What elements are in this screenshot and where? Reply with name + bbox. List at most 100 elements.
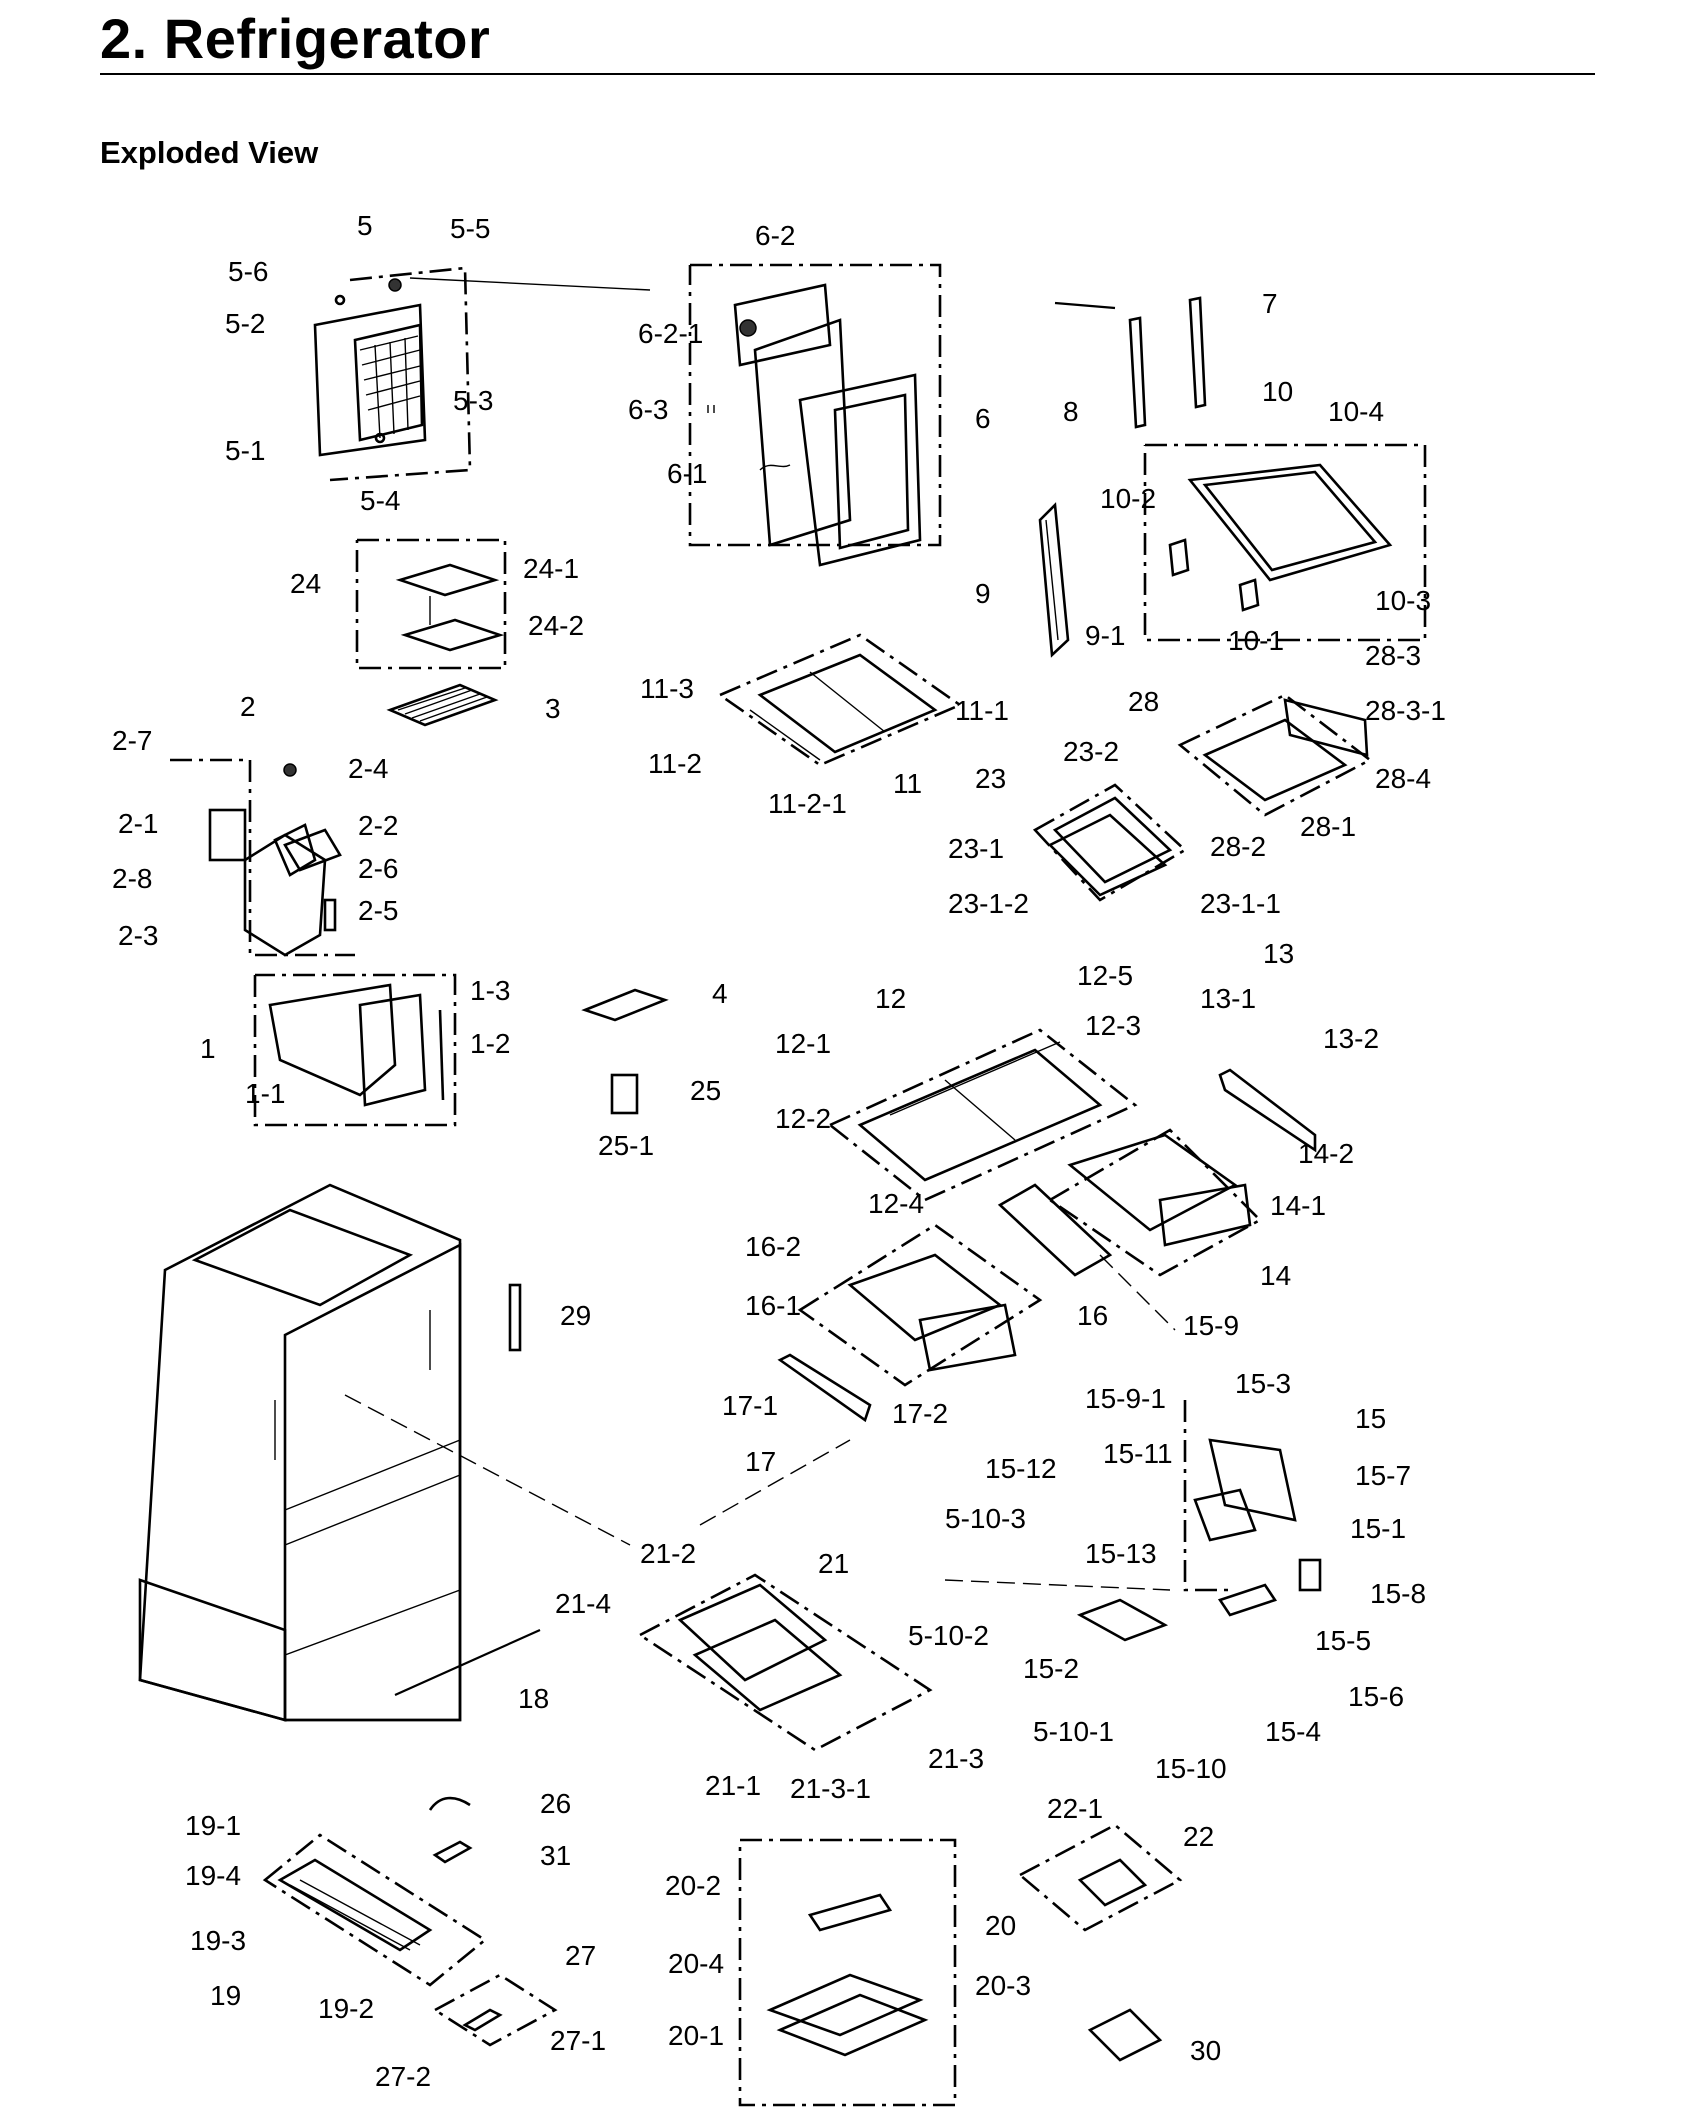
- callout-label: 15-12: [985, 1453, 1057, 1484]
- callout-label: 19-4: [185, 1860, 242, 1891]
- callout-label: 20-4: [668, 1948, 725, 1979]
- callout-label: 13-2: [1323, 1023, 1380, 1054]
- section-subtitle: Exploded View: [100, 135, 319, 170]
- callout-label: 22-1: [1047, 1793, 1104, 1824]
- callout-label: 6-3: [628, 394, 669, 425]
- callout-label: 14-1: [1270, 1190, 1327, 1221]
- callout-label: 21-3: [928, 1743, 985, 1774]
- callout-label: 2-5: [358, 895, 399, 926]
- callout-label: 23-1-2: [948, 888, 1029, 919]
- callout-label: 14-2: [1298, 1138, 1355, 1169]
- gasket-29: [508, 1283, 522, 1352]
- callout-label: 20-2: [665, 1870, 722, 1901]
- callout-label: 15-5: [1315, 1625, 1372, 1656]
- part-31: [432, 1840, 473, 1864]
- callout-label: 9: [975, 578, 991, 609]
- part-26: [428, 1796, 471, 1811]
- callout-label: 15: [1355, 1403, 1387, 1434]
- callout-label: 12-5: [1077, 960, 1134, 991]
- callout-label: 12-1: [775, 1028, 832, 1059]
- callout-label: 19-1: [185, 1810, 242, 1841]
- callout-label: 15-10: [1155, 1753, 1227, 1784]
- callout-label: 21-1: [705, 1770, 762, 1801]
- part-30: [1087, 2008, 1163, 2062]
- callout-label: 21: [818, 1548, 850, 1579]
- callout-label: 5-1: [225, 435, 266, 466]
- callout-label: 3: [545, 693, 561, 724]
- callout-label: 5-2: [225, 308, 266, 339]
- group-23-shelf: [1032, 783, 1188, 902]
- callout-label: 5-10-2: [908, 1620, 989, 1651]
- callout-label: 29: [560, 1300, 592, 1331]
- callout-label: 2: [240, 691, 256, 722]
- group-11-shelf: [717, 633, 963, 767]
- callout-label: 14: [1260, 1260, 1292, 1291]
- callout-label: 19-3: [190, 1925, 247, 1956]
- group-24-filters: [355, 538, 507, 727]
- callout-label: 28: [1128, 686, 1160, 717]
- callout-label: 24-2: [528, 610, 585, 641]
- callout-label: 15-6: [1348, 1681, 1405, 1712]
- callout-label: 2-6: [358, 853, 399, 884]
- callout-label: 23-1-1: [1200, 888, 1281, 919]
- callout-label: 2-4: [348, 753, 389, 784]
- page-title: 2. Refrigerator: [100, 7, 491, 70]
- callout-label: 6: [975, 403, 991, 434]
- callout-label: 15-4: [1265, 1716, 1322, 1747]
- callout-label: 16-1: [745, 1290, 802, 1321]
- callout-label: 10-3: [1375, 585, 1432, 616]
- callout-label: 6-2: [755, 220, 796, 251]
- callout-label: 16-2: [745, 1231, 802, 1262]
- callout-label: 28-3-1: [1365, 695, 1446, 726]
- callout-label: 1-2: [470, 1028, 511, 1059]
- callout-label: 10: [1262, 376, 1294, 407]
- title-underline: [100, 73, 1595, 75]
- callout-label: 27: [565, 1940, 597, 1971]
- callout-label: 2-2: [358, 810, 399, 841]
- group-20-drawer: [738, 1838, 957, 2107]
- callout-label: 27-1: [550, 2025, 607, 2056]
- cabinet-body: [138, 1183, 462, 1722]
- callout-label: 1-3: [470, 975, 511, 1006]
- callout-label: 2-8: [112, 863, 153, 894]
- callout-label: 5-3: [453, 385, 494, 416]
- callout-label: 2-1: [118, 808, 159, 839]
- callout-label: 2-3: [118, 920, 159, 951]
- group-13-cover: [1218, 1068, 1317, 1153]
- callout-label: 13-1: [1200, 983, 1257, 1014]
- callout-label: 4: [712, 978, 728, 1009]
- callout-label: 28-2: [1210, 831, 1267, 862]
- callout-label: 12-4: [868, 1188, 925, 1219]
- callout-label: 15-1: [1350, 1513, 1407, 1544]
- callout-label: 21-3-1: [790, 1773, 871, 1804]
- group-28-shelf: [1177, 693, 1373, 817]
- group-14-drawer: [1047, 1128, 1263, 1277]
- callout-label: 7: [1262, 288, 1278, 319]
- callout-label: 13: [1263, 938, 1295, 969]
- callout-label: 10-4: [1328, 396, 1385, 427]
- callout-label: 12: [875, 983, 907, 1014]
- callout-label: 28-3: [1365, 640, 1422, 671]
- callout-label: 5-10-3: [945, 1503, 1026, 1534]
- callout-label: 23-1: [948, 833, 1005, 864]
- callout-label: 21-4: [555, 1588, 612, 1619]
- group-12-shelf: [827, 1028, 1138, 1202]
- callout-label: 5-10-1: [1033, 1716, 1114, 1747]
- callout-label: 20: [985, 1910, 1017, 1941]
- callout-label: 15-8: [1370, 1578, 1427, 1609]
- group-5-fan-cover: [313, 266, 651, 482]
- callout-label: 15-7: [1355, 1460, 1412, 1491]
- group-27-parts: [432, 1973, 558, 2047]
- callout-label: 17-1: [722, 1390, 779, 1421]
- group-10-shelf: [1143, 443, 1427, 642]
- callout-label: 6-2-1: [638, 318, 704, 349]
- small-parts-4-25: [581, 988, 669, 1115]
- callout-label: 11-3: [640, 673, 694, 704]
- group-21-rail-assembly: [637, 1573, 933, 1752]
- callout-label: 20-3: [975, 1970, 1032, 2001]
- callout-label: 19: [210, 1980, 242, 2011]
- callout-label: 17: [745, 1446, 777, 1477]
- callout-label: 11-2: [648, 748, 702, 779]
- callout-label: 10-1: [1228, 625, 1285, 656]
